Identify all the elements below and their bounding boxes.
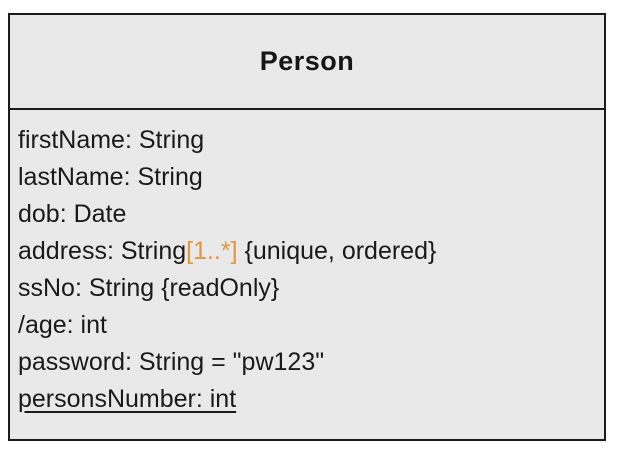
attributes-compartment: firstName: String lastName: String dob: … xyxy=(10,110,604,418)
class-name: Person xyxy=(259,46,355,76)
attribute-address-text: address: String xyxy=(18,237,187,265)
attribute-address-modifiers: {unique, ordered} xyxy=(237,237,437,265)
attribute-age-derived: /age: int xyxy=(18,311,107,339)
attribute-personsNumber-text: personsNumber: int xyxy=(18,385,237,413)
attribute-personsNumber-static: personsNumber: int xyxy=(18,381,596,418)
attribute-password: password: String = "pw123" xyxy=(18,348,325,376)
attribute-ssNo: ssNo: String {readOnly} xyxy=(18,274,280,302)
attribute-address: address: String[1..*] {unique, ordered} xyxy=(18,233,596,270)
class-name-compartment: Person xyxy=(10,15,604,110)
attribute-address-multiplicity: [1..*] xyxy=(186,237,238,265)
attribute-lastName: lastName: String xyxy=(18,163,203,191)
uml-class-person: Person firstName: String lastName: Strin… xyxy=(8,13,606,441)
attribute-dob: dob: Date xyxy=(18,200,127,228)
attribute-firstName: firstName: String xyxy=(18,126,205,154)
